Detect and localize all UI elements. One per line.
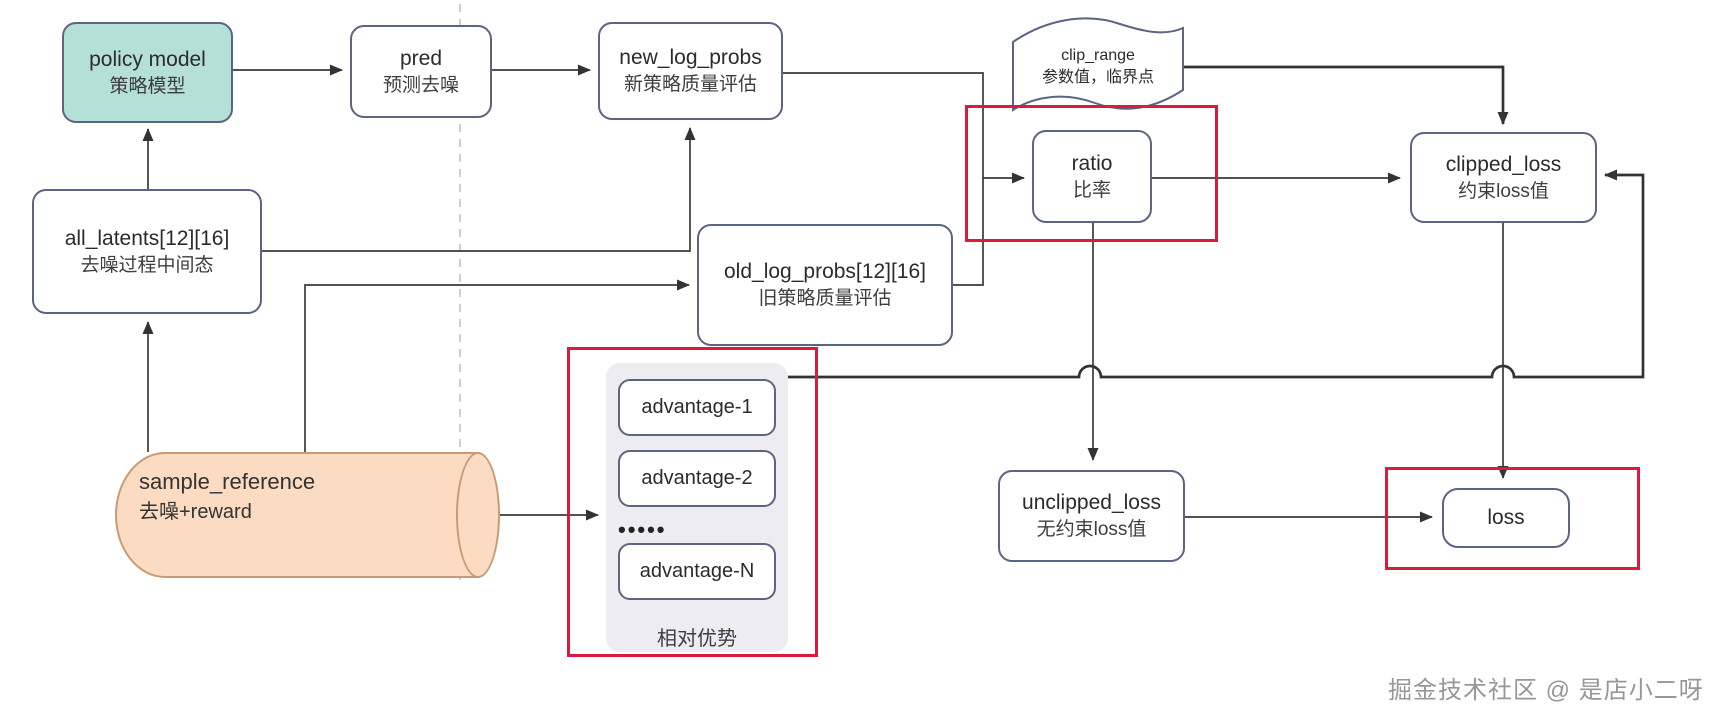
watermark-text: 掘金技术社区 @ 是店小二呀 [1388,677,1704,704]
advantage-ellipsis: ••••• [618,517,667,542]
node-clipped-loss-title: clipped_loss [1445,152,1562,176]
node-loss-title: loss [1487,506,1525,530]
highlight-rect-ratio [965,105,1218,242]
advantage-item: advantage-2 [618,450,776,507]
node-old-log-probs-title: old_log_probs[12][16] [724,260,926,283]
node-old-log-probs-subtitle: 旧策略质量评估 [758,288,892,310]
node-clip-range: clip_range 参数值，临界点 [1013,26,1183,108]
node-sample-reference: sample_reference 去噪+reward [115,452,479,578]
node-clip-range-subtitle: 参数值，临界点 [1041,69,1154,86]
cylinder-end-cap [456,452,500,578]
node-old-log-probs: old_log_probs[12][16] 旧策略质量评估 [697,224,953,346]
node-ratio: ratio 比率 [1032,130,1152,223]
node-unclipped-loss-subtitle: 无约束loss值 [1036,519,1147,541]
advantages-group-label: 相对优势 [657,628,737,650]
node-policy-model: policy model 策略模型 [62,22,233,123]
highlight-rect-loss [1385,467,1640,570]
node-sample-reference-title: sample_reference [139,469,316,494]
node-all-latents-title: all_latents[12][16] [64,226,230,250]
node-new-log-probs-title: new_log_probs [619,46,762,69]
node-clipped-loss: clipped_loss 约束loss值 [1410,132,1597,223]
node-sample-reference-subtitle: 去噪+reward [139,500,252,523]
node-pred-title: pred [399,46,443,70]
edge-advantages-to-clippedloss [786,169,1645,379]
node-new-log-probs: new_log_probs 新策略质量评估 [598,22,783,120]
node-all-latents: all_latents[12][16] 去噪过程中间态 [32,189,262,314]
advantage-item: advantage-N [618,543,776,600]
node-new-log-probs-subtitle: 新策略质量评估 [623,74,757,96]
node-clip-range-title: clip_range [1061,46,1135,64]
highlight-rect-advantages [567,347,818,657]
node-unclipped-loss-title: unclipped_loss [1022,491,1161,514]
node-pred: pred 预测去噪 [350,25,492,118]
clip-range-flag-shape [1012,17,1184,112]
node-policy-model-subtitle: 策略模型 [109,75,186,97]
node-unclipped-loss: unclipped_loss 无约束loss值 [998,470,1185,562]
node-all-latents-subtitle: 去噪过程中间态 [80,254,214,276]
edge-cliprange-to-clippedloss [1183,65,1509,125]
node-policy-model-title: policy model [89,47,206,71]
edge-newlogprobs-oldlogprobs-junction [783,72,984,286]
node-ratio-subtitle: 比率 [1072,179,1111,201]
node-ratio-title: ratio [1071,151,1113,175]
node-pred-subtitle: 预测去噪 [382,74,459,96]
node-clipped-loss-subtitle: 约束loss值 [1458,180,1549,202]
advantage-item: advantage-1 [618,379,776,436]
node-loss: loss [1442,488,1570,548]
edge-alllatents-to-newlogprobs [262,127,696,252]
edge-samplereference-to-oldlogprobs [304,279,690,452]
advantages-group: advantage-1 advantage-2 ••••• advantage-… [606,363,788,652]
